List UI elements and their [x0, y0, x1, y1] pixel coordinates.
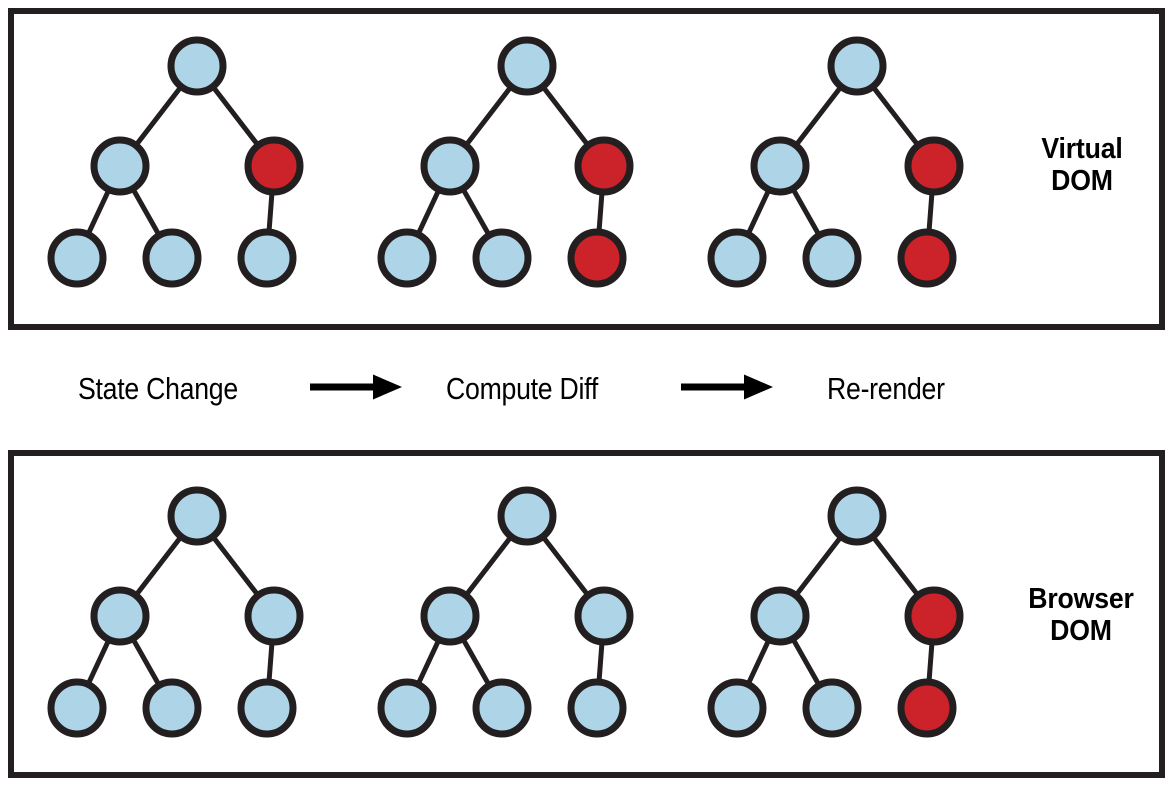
- panel-label-virtual-dom-line2: DOM: [1051, 165, 1113, 198]
- tree-node-left-right: [142, 228, 202, 288]
- tree-node-left-right: [142, 678, 202, 738]
- tree-node-right-child-changed: [567, 228, 627, 288]
- panel-label-browser-dom-line2: DOM: [1050, 615, 1112, 648]
- tree-node-left-left: [707, 678, 767, 738]
- tree-node-left-left: [47, 678, 107, 738]
- flow-step-re-render: Re-render: [826, 371, 945, 406]
- tree-node-left-left: [377, 678, 437, 738]
- tree-node-right: [574, 586, 634, 646]
- tree-node-left-right: [802, 678, 862, 738]
- virtual-dom-tree-1: [47, 36, 304, 288]
- panel-label-virtual-dom-line1: Virtual: [1041, 133, 1123, 165]
- tree-node-right-changed: [904, 586, 964, 646]
- tree-node-left-left: [47, 228, 107, 288]
- virtual-dom-tree-2: [377, 36, 634, 288]
- tree-node-left: [90, 136, 150, 196]
- tree-node-left-left: [707, 228, 767, 288]
- tree-node-right-changed: [574, 136, 634, 196]
- tree-node-right-child: [237, 678, 297, 738]
- tree-node-right-changed: [244, 136, 304, 196]
- tree-node-left-left: [377, 228, 437, 288]
- browser-dom-tree-3: [707, 486, 964, 738]
- arrow-right-icon-1: [310, 372, 402, 407]
- tree-node-left: [750, 586, 810, 646]
- tree-node-left: [90, 586, 150, 646]
- tree-node-root: [167, 36, 227, 96]
- tree-node-root: [827, 36, 887, 96]
- tree-node-right-child: [237, 228, 297, 288]
- tree-node-right-child-changed: [897, 678, 957, 738]
- tree-nodes: [377, 486, 634, 738]
- tree-node-left: [420, 586, 480, 646]
- tree-node-root: [497, 486, 557, 546]
- tree-node-left: [420, 136, 480, 196]
- tree-node-root: [827, 486, 887, 546]
- browser-dom-tree-1: [47, 486, 304, 738]
- tree-nodes: [707, 486, 964, 738]
- browser-dom-tree-2: [377, 486, 634, 738]
- tree-node-right-child-changed: [897, 228, 957, 288]
- tree-node-right-child: [567, 678, 627, 738]
- tree-nodes: [377, 36, 634, 288]
- tree-node-right-changed: [904, 136, 964, 196]
- tree-nodes: [47, 36, 304, 288]
- panel-label-virtual-dom: Virtual DOM: [1018, 133, 1147, 198]
- flow-row: State Change Compute Diff Re-render: [0, 356, 1173, 422]
- panel-label-browser-dom-line1: Browser: [1028, 583, 1134, 615]
- arrow-right-icon-2: [680, 372, 773, 407]
- tree-node-root: [497, 36, 557, 96]
- tree-nodes: [47, 486, 304, 738]
- flow-step-state-change: State Change: [78, 371, 238, 406]
- virtual-dom-tree-3: [707, 36, 964, 288]
- flow-step-compute-diff: Compute Diff: [446, 371, 599, 406]
- tree-node-left-right: [472, 228, 532, 288]
- tree-node-root: [167, 486, 227, 546]
- tree-node-left-right: [472, 678, 532, 738]
- panel-label-browser-dom: Browser DOM: [1011, 583, 1151, 648]
- tree-node-right: [244, 586, 304, 646]
- tree-node-left: [750, 136, 810, 196]
- tree-node-left-right: [802, 228, 862, 288]
- tree-nodes: [707, 36, 964, 288]
